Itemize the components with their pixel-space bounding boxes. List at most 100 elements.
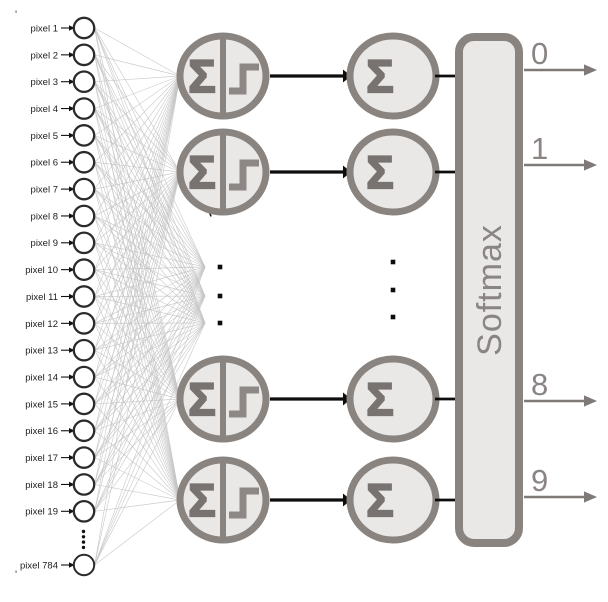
softmax-box — [455, 33, 523, 547]
input-node — [72, 285, 96, 308]
sum-icon: Σ — [188, 374, 215, 425]
input-arrowhead-icon — [69, 240, 75, 246]
input-arrowhead-icon — [69, 132, 75, 139]
input-label: pixel 5 — [31, 131, 58, 142]
input-arrowhead-icon — [69, 52, 75, 58]
connection-line — [94, 295, 206, 512]
connection-line — [94, 75, 181, 458]
connection-line — [94, 171, 181, 405]
step-icon — [229, 487, 259, 519]
input-arrowhead-icon — [69, 105, 75, 112]
connection-line — [94, 295, 206, 405]
input-label: pixel 12 — [25, 319, 58, 330]
connection-line — [94, 215, 181, 400]
connection-line — [94, 171, 181, 324]
connection-line — [94, 171, 181, 458]
stray-mark: ' — [15, 9, 17, 21]
input-arrowhead-icon — [69, 25, 75, 31]
connection-line — [94, 188, 206, 268]
input-label: pixel 14 — [25, 372, 58, 383]
output-arrowhead-icon — [584, 491, 597, 503]
connection-line — [94, 81, 206, 297]
output-arrowhead-icon — [584, 395, 597, 407]
connection-line — [94, 171, 181, 485]
ellipsis-dot — [217, 293, 223, 299]
connection-line — [94, 295, 206, 351]
sum-icon: Σ — [188, 475, 215, 526]
connection-line — [94, 162, 206, 268]
input-node — [72, 124, 96, 147]
input-node — [72, 392, 96, 416]
input-node — [72, 473, 96, 496]
connection-line — [94, 75, 181, 136]
connection-line — [94, 27, 181, 77]
connection-line — [94, 266, 206, 566]
connection-line — [94, 398, 181, 485]
input-node — [72, 43, 96, 67]
connection-line — [94, 295, 206, 485]
connection-line — [94, 457, 181, 501]
sum-icon: Σ — [366, 475, 393, 526]
input-arrowhead-icon — [69, 374, 75, 380]
connection-line — [94, 54, 206, 297]
input-label: pixel 2 — [31, 50, 58, 61]
input-label: pixel 3 — [31, 77, 58, 88]
input-node — [72, 553, 96, 577]
connection-line — [94, 75, 181, 243]
input-arrowhead-icon — [69, 508, 75, 514]
input-label: pixel 10 — [25, 265, 58, 276]
input-arrowhead-icon — [69, 347, 75, 353]
input-label: pixel 16 — [25, 426, 58, 437]
connection-line — [94, 81, 181, 501]
connection-line — [94, 215, 206, 268]
output-label: 9 — [531, 463, 548, 498]
input-arrowhead-icon — [69, 213, 75, 219]
input-arrowhead-icon — [69, 159, 75, 165]
connection-line — [94, 171, 181, 512]
ellipsis-dot — [217, 264, 223, 270]
connection-line — [94, 75, 181, 512]
connection-line — [94, 171, 181, 270]
connection-line — [94, 295, 206, 378]
connection-line — [94, 266, 206, 458]
connection-line — [94, 171, 181, 378]
connection-line — [94, 296, 181, 400]
ellipsis-dot — [390, 287, 396, 293]
input-arrowhead-icon — [69, 266, 75, 273]
input-label: pixel 7 — [31, 185, 58, 196]
input-label: pixel 13 — [25, 346, 58, 357]
connection-line — [94, 266, 206, 378]
connection-line — [94, 171, 181, 217]
connection-line — [94, 266, 206, 485]
connection-line — [94, 27, 206, 297]
connection-line — [94, 171, 181, 351]
input-node — [72, 258, 96, 281]
input-arrowhead-icon — [69, 293, 75, 300]
connection-line — [94, 108, 181, 501]
input-node — [72, 204, 96, 228]
output-label: 0 — [531, 36, 548, 71]
connection-line — [94, 266, 206, 324]
connection-line — [94, 75, 181, 163]
connection-line — [94, 269, 181, 501]
ellipsis-dot — [390, 259, 396, 265]
connection-line — [94, 296, 181, 501]
input-node — [72, 150, 96, 174]
softmax-label: Softmax — [471, 224, 509, 356]
input-label: pixel 15 — [25, 399, 58, 410]
connection-line — [94, 242, 181, 501]
connection-line — [94, 266, 206, 351]
connection-line — [94, 171, 181, 190]
input-arrowhead-icon — [69, 481, 75, 488]
input-arrowhead-icon — [69, 401, 75, 407]
input-label: pixel 17 — [25, 453, 58, 464]
input-label: pixel 6 — [31, 158, 58, 169]
connection-line — [94, 398, 181, 405]
connection-line — [94, 266, 206, 512]
input-node — [72, 70, 96, 94]
connection-line — [94, 499, 181, 566]
connection-line — [94, 295, 206, 458]
step-icon — [229, 63, 259, 95]
input-label: pixel 8 — [31, 211, 58, 222]
